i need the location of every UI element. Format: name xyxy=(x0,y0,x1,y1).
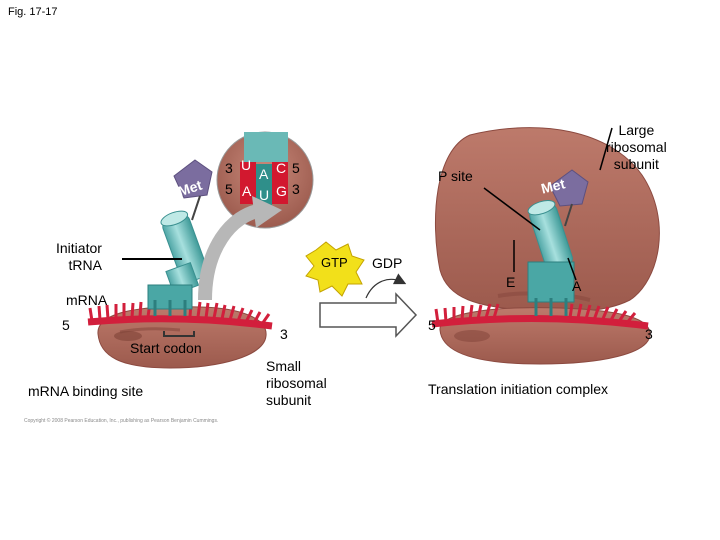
codon-zoom-inset xyxy=(216,131,314,229)
three-prime-right: 3 xyxy=(645,326,653,342)
zoom-codon-2: U xyxy=(259,187,270,203)
large-subunit-pointer xyxy=(599,127,613,171)
zoom-anticodon-1: U xyxy=(241,157,252,173)
copyright-notice: Copyright © 2008 Pearson Education, Inc.… xyxy=(24,418,219,424)
p-site-label: P site xyxy=(438,168,473,184)
large-subunit-label: Large ribosomal subunit xyxy=(606,122,667,172)
gdp-label: GDP xyxy=(372,255,403,271)
figure-label: Fig. 17-17 xyxy=(8,6,58,18)
mrna-strand-right xyxy=(431,303,649,330)
zoom-codon-1: A xyxy=(242,183,252,199)
zoom-bottom-right: 3 xyxy=(292,181,300,197)
translation-initiation-complex-label: Translation initiation complex xyxy=(428,381,609,397)
transition-arrow xyxy=(319,292,418,338)
mrna-strand-left xyxy=(87,301,273,337)
a-site-label: A xyxy=(572,278,582,294)
initiator-trna-right xyxy=(527,169,589,316)
zoom-top-left: 3 xyxy=(225,160,233,176)
initiator-trna-label: Initiator tRNA xyxy=(56,240,102,273)
zoom-anticodon-3: C xyxy=(276,160,287,176)
a-site-pointer xyxy=(567,257,577,281)
five-prime-right: 5 xyxy=(428,317,436,333)
initiator-trna-left xyxy=(147,159,213,316)
three-prime-left: 3 xyxy=(280,326,288,342)
e-site-label: E xyxy=(506,274,516,290)
small-subunit-label-left: Small ribosomal subunit xyxy=(266,358,327,408)
zoom-bottom-left: 5 xyxy=(225,181,233,197)
zoom-top-right: 5 xyxy=(292,160,300,176)
five-prime-left: 5 xyxy=(62,317,70,333)
mrna-label-left: mRNA xyxy=(66,292,108,308)
p-site-pointer xyxy=(483,187,541,231)
zoom-codon-3: G xyxy=(276,183,287,199)
gtp-burst xyxy=(305,241,365,297)
zoom-anticodon-2: A xyxy=(259,166,269,182)
start-codon-label: Start codon xyxy=(130,340,202,356)
gtp-label: GTP xyxy=(321,255,348,270)
mrna-binding-site-label: mRNA binding site xyxy=(28,383,144,399)
